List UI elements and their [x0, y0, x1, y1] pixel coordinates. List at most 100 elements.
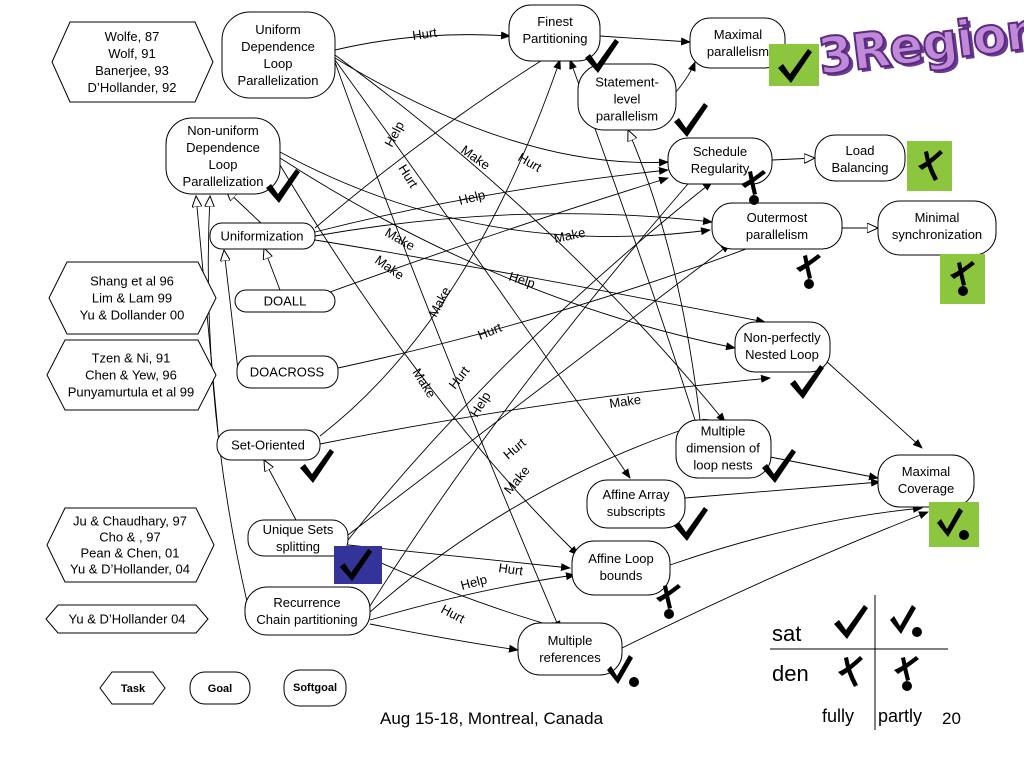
- softgoal-multiple-references: Multiple references: [517, 622, 623, 676]
- edge-recurrence-multidim: [369, 418, 713, 613]
- node-label-line: Uniformization: [220, 229, 303, 244]
- node-label-line: Finest: [537, 14, 573, 29]
- node-label-line: references: [539, 650, 601, 665]
- node-label-line: Uniform: [255, 22, 301, 37]
- edge-uniformization-finest: [314, 51, 556, 229]
- legend-goal-shape: Goal: [189, 671, 251, 705]
- svg-text:Softgoal: Softgoal: [293, 682, 337, 694]
- node-label-line: DOACROSS: [250, 365, 325, 380]
- edge-doall-uniformization: [264, 248, 281, 291]
- node-label-line: Loop: [264, 56, 293, 71]
- edge-label: Make: [458, 142, 493, 173]
- cross-mark-icon: [838, 656, 863, 687]
- node-label-line: Affine Array: [603, 487, 670, 502]
- edge-label: Hurt: [516, 150, 545, 175]
- node-label-line: Statement-: [595, 75, 659, 90]
- node-label-line: Balancing: [831, 160, 888, 175]
- edge-label: Help: [467, 389, 494, 420]
- edge-multidim-maxcov: [764, 455, 879, 481]
- edge-uniformization-nonperfect: [314, 239, 766, 325]
- node-label-line: Minimal: [915, 210, 960, 225]
- node-label-line: Tzen & Ni, 91: [92, 351, 171, 366]
- softgoal-minimal-synchronization: Minimal synchronization: [877, 200, 997, 256]
- node-label-line: Partitioning: [522, 31, 587, 46]
- node-label-line: Banerjee, 93: [95, 63, 169, 78]
- node-label-line: parallelism: [746, 227, 808, 242]
- footer-event: Aug 15-18, Montreal, Canada: [380, 709, 604, 728]
- node-label-line: Nested Loop: [745, 347, 819, 362]
- edge-finest-maxpar: [599, 35, 691, 46]
- node-label-line: Non-uniform: [187, 123, 259, 138]
- node-label-line: Affine Loop: [588, 551, 654, 566]
- svg-text:Set-Oriented: Set-Oriented: [231, 438, 305, 453]
- svg-text:Goal: Goal: [208, 683, 232, 695]
- edge-unique-affineloop: [347, 544, 571, 572]
- node-label-line: DOALL: [264, 294, 307, 309]
- legend-den-label: den: [772, 661, 809, 686]
- node-label-line: parallelism: [596, 109, 658, 124]
- edge-label: Help: [457, 187, 487, 208]
- green-highlight-box: [769, 44, 819, 86]
- node-label-line: synchronization: [892, 227, 982, 242]
- node-label-line: Wolfe, 87: [105, 29, 160, 44]
- node-label-line: Yu & Dollander 00: [80, 308, 185, 323]
- node-label-line: dimension of: [686, 441, 760, 456]
- edge-label: Make: [383, 225, 418, 254]
- edge-multiref-maxcov: [621, 511, 929, 649]
- edge-doacross-uniformization: [224, 250, 239, 371]
- node-label-line: Loop: [209, 157, 238, 172]
- node-label-line: Yu & D’Hollander, 04: [70, 562, 190, 577]
- page-number: 20: [942, 709, 961, 728]
- node-label-line: Dependence: [186, 140, 260, 155]
- check-mark-icon: [674, 103, 708, 137]
- edge-nonperfect-maxcov: [824, 359, 923, 449]
- cross-dot-icon: [796, 254, 821, 289]
- edge-affinearr-maxcov: [684, 478, 881, 499]
- node-label-line: Cho & , 97: [99, 530, 160, 545]
- node-label-line: D’Hollander, 92: [88, 80, 177, 95]
- node-label-line: loop nests: [693, 458, 753, 473]
- edge-label: Make: [372, 252, 407, 283]
- node-label-line: Multiple: [548, 633, 593, 648]
- goal-doacross: DOACROSS: [236, 355, 339, 389]
- svg-text:Yu & D’Hollander 04: Yu & D’Hollander 04: [68, 612, 185, 627]
- goal-uniformization: Uniformization: [209, 222, 316, 250]
- edge-label: Help: [381, 119, 407, 150]
- edge-affineloop-maxcov: [669, 504, 923, 566]
- task-node-refs-yu: Yu & D’Hollander 04: [45, 604, 209, 634]
- edge-recurrence-schedule: [369, 169, 701, 607]
- edge-label: Hurt: [439, 601, 468, 626]
- node-label-line: Regularity: [691, 161, 750, 176]
- edge-statement-open: [628, 130, 701, 421]
- node-label-line: Pean & Chen, 01: [80, 546, 179, 561]
- goal-set-oriented: Set-Oriented: [216, 429, 321, 461]
- edge-uniform-multiref: [334, 61, 561, 631]
- edge-label: Help: [459, 571, 489, 592]
- node-label-line: Lim & Lam 99: [92, 291, 172, 306]
- legend-task-shape: Task: [99, 671, 166, 705]
- edge-label: Hurt: [498, 560, 525, 578]
- edge-label: Help: [507, 269, 537, 292]
- edge-label: Hurt: [395, 162, 421, 191]
- node-label-line: Load: [846, 143, 875, 158]
- node-label-line: level: [614, 92, 641, 107]
- node-label-line: Maximal: [902, 464, 951, 479]
